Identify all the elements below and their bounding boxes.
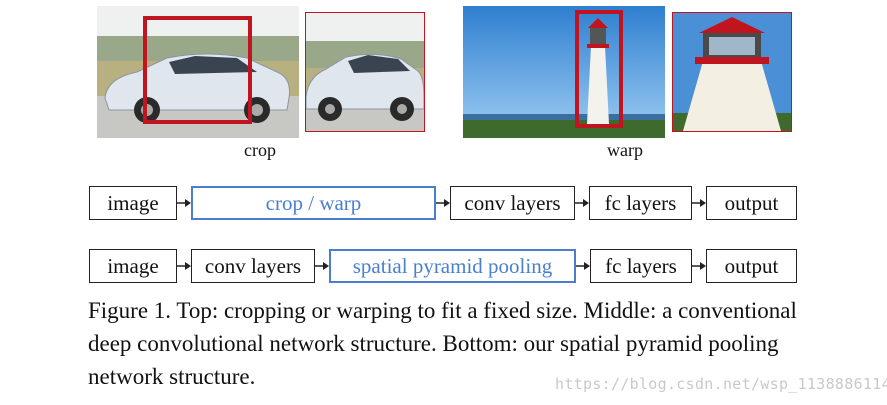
bottom-arrow-2 xyxy=(315,262,329,270)
figure-caption: Figure 1. Top: cropping or warping to fi… xyxy=(88,298,797,389)
car-cropped-photo xyxy=(305,12,425,132)
warp-label: warp xyxy=(607,140,643,160)
lighthouse-photo xyxy=(463,6,665,138)
top-output-box: output xyxy=(706,186,797,220)
top-arrow-4 xyxy=(692,199,706,207)
bottom-fc-layers-box: fc layers xyxy=(590,249,692,283)
bottom-spp-box: spatial pyramid pooling xyxy=(329,249,576,283)
top-arrow-1 xyxy=(177,199,191,207)
bottom-arrow-4 xyxy=(692,262,706,270)
top-arrow-3 xyxy=(575,199,589,207)
watermark: https://blog.csdn.net/wsp_1138886114 xyxy=(555,375,887,393)
bottom-arrow-1 xyxy=(177,262,191,270)
top-fc-layers-box: fc layers xyxy=(589,186,692,220)
bottom-output-box: output xyxy=(706,249,797,283)
top-conv-layers-box: conv layers xyxy=(450,186,575,220)
top-arrow-2 xyxy=(436,199,450,207)
lighthouse-warped-photo xyxy=(672,12,792,132)
bottom-conv-layers-box: conv layers xyxy=(191,249,315,283)
bottom-arrow-3 xyxy=(576,262,590,270)
top-crop-warp-box: crop / warp xyxy=(191,186,436,220)
crop-label: crop xyxy=(244,140,276,160)
bottom-image-box: image xyxy=(89,249,177,283)
top-image-box: image xyxy=(89,186,177,220)
car-photo xyxy=(97,6,299,138)
